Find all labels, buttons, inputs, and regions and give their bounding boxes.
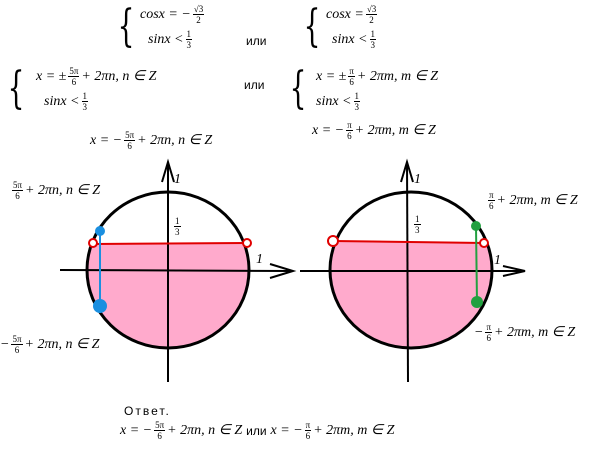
point-5pi6 — [95, 226, 105, 236]
point-pi6 — [471, 221, 481, 231]
or-label: или — [244, 78, 265, 92]
left-sin-line — [92, 242, 247, 245]
or-label: или — [246, 34, 267, 48]
left-x-arrow — [269, 263, 297, 279]
left-y-arrow — [161, 158, 175, 183]
y-axis-one-label: 1 — [174, 172, 181, 187]
left-open-point — [88, 238, 98, 248]
point-minus-5pi6 — [93, 299, 107, 313]
right-sin-line — [332, 240, 485, 244]
y-axis-one-label: 1 — [414, 172, 421, 187]
right-cos-line — [475, 225, 478, 304]
right-open-point — [242, 238, 252, 248]
right-y-axis — [406, 161, 409, 383]
left-x-axis — [59, 269, 294, 272]
right-x-arrow — [502, 265, 526, 277]
right-shaded-region — [330, 242, 492, 348]
x-axis-one-label: 1 — [256, 252, 263, 267]
right-y-arrow — [400, 158, 414, 183]
right-open-point — [479, 238, 489, 248]
point-minus-pi6 — [471, 296, 483, 308]
left-open-point — [327, 235, 339, 247]
answer-title: Ответ. — [124, 404, 171, 418]
x-axis-one-label: 1 — [494, 253, 501, 268]
